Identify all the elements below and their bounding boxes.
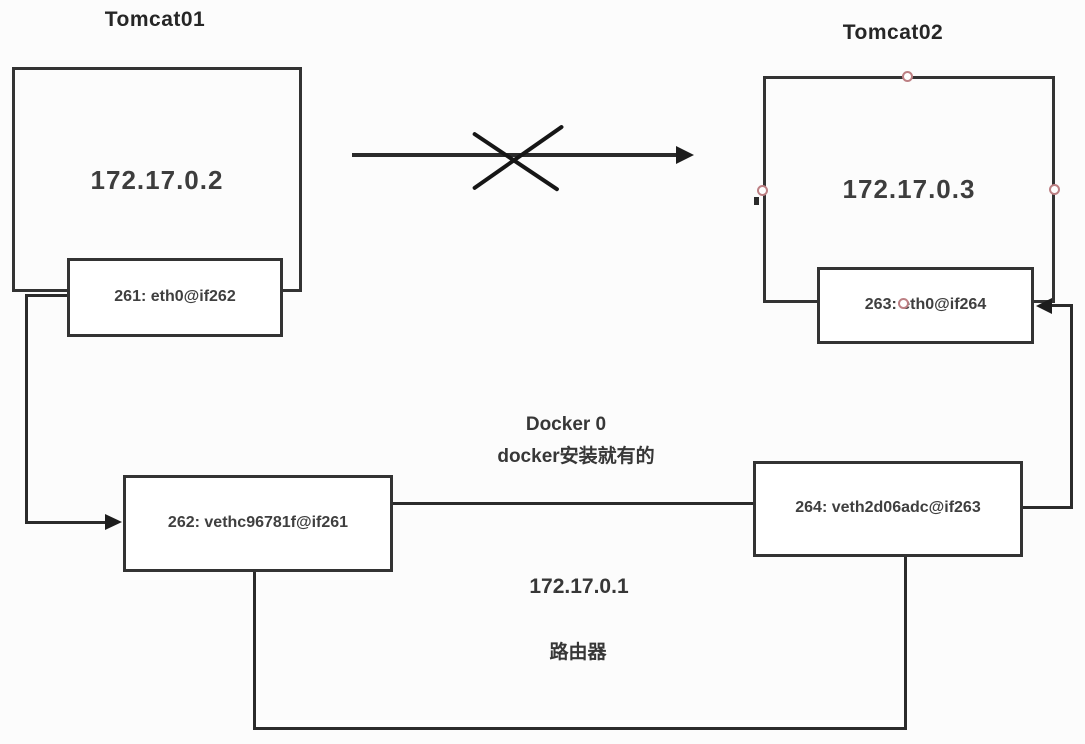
right-connector-bottom-segment[interactable] <box>1023 506 1073 509</box>
right-connector-arrowhead <box>1036 298 1052 314</box>
veth-264-shape[interactable]: 264: veth2d06adc@if263 <box>753 461 1023 557</box>
interface-261-label: 261: eth0@if262 <box>114 287 236 305</box>
blocked-arrow-head <box>676 146 694 164</box>
veth-262-label: 262: vethc96781f@if261 <box>167 513 349 531</box>
docker0-note-label: docker安装就有的 <box>497 446 655 467</box>
left-connector-top-segment[interactable] <box>25 294 69 297</box>
left-connector-bottom-segment[interactable] <box>25 521 110 524</box>
right-connector-vertical[interactable] <box>1070 305 1073 509</box>
bottom-connector-left-vertical[interactable] <box>253 572 256 730</box>
stray-mark <box>754 197 759 205</box>
gateway-ip-label: 172.17.0.1 <box>529 575 629 598</box>
resize-handle-top[interactable] <box>902 71 913 82</box>
resize-handle-bottom[interactable] <box>898 298 909 309</box>
veth-262-shape[interactable]: 262: vethc96781f@if261 <box>123 475 393 572</box>
left-connector-vertical[interactable] <box>25 294 28 524</box>
tomcat02-title: Tomcat02 <box>842 21 944 44</box>
bridge-connector[interactable] <box>393 502 753 505</box>
docker0-name-label: Docker 0 <box>525 414 607 435</box>
bottom-connector-horizontal[interactable] <box>253 727 907 730</box>
left-connector-arrowhead <box>105 514 122 530</box>
tomcat01-title: Tomcat01 <box>104 8 206 31</box>
interface-261-shape[interactable]: 261: eth0@if262 <box>67 258 283 337</box>
right-connector-top-segment[interactable] <box>1046 304 1073 307</box>
tomcat02-ip: 172.17.0.3 <box>842 174 976 204</box>
resize-handle-right[interactable] <box>1049 184 1060 195</box>
veth-264-label: 264: veth2d06adc@if263 <box>795 499 981 517</box>
tomcat01-ip: 172.17.0.2 <box>90 165 224 195</box>
cross-stroke-2 <box>471 124 565 191</box>
interface-263-label: 263: eth0@if264 <box>864 295 987 313</box>
resize-handle-left[interactable] <box>757 185 768 196</box>
bottom-connector-right-vertical[interactable] <box>904 557 907 730</box>
router-label: 路由器 <box>549 642 607 663</box>
interface-263-shape[interactable]: 263: eth0@if264 <box>817 267 1034 344</box>
